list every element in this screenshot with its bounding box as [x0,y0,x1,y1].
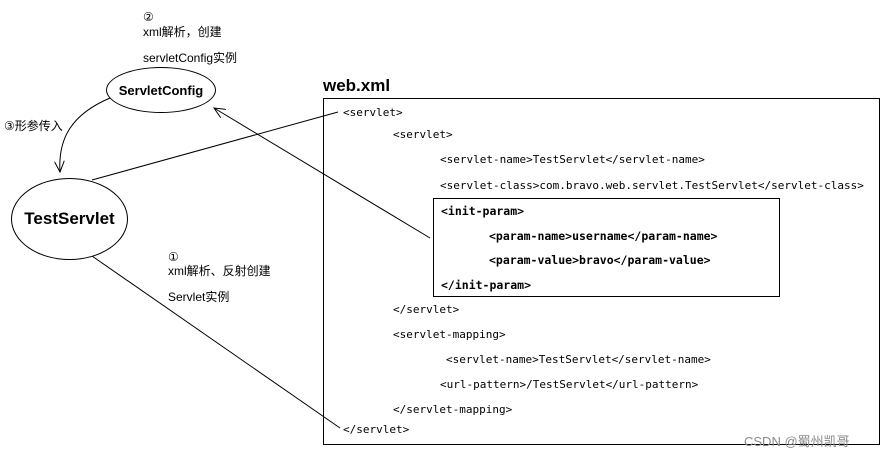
xml-servlet-open-inner: <servlet> [393,128,453,141]
webxml-box [323,98,880,445]
step2-line2: servletConfig实例 [143,51,238,65]
testservlet-node: TestServlet [11,178,128,260]
xml-mapping-name: <servlet-name>TestServlet</servlet-name> [446,353,711,366]
step1-line2: Servlet实例 [168,290,230,304]
xml-init-param-close: </init-param> [441,278,532,292]
webxml-title: web.xml [323,76,391,95]
init-param-box [433,198,780,297]
xml-param-value: <param-value>bravo</param-value> [489,253,711,267]
xml-mapping-open: <servlet-mapping> [393,328,506,341]
xml-servlet-close-inner: </servlet> [393,303,460,316]
step1-line1: xml解析、反射创建 [168,264,271,278]
servletconfig-node: ServletConfig [106,67,216,113]
step3-label: ③形参传入 [4,119,63,133]
xml-servlet-open: <servlet> [343,106,403,119]
csdn-watermark: CSDN @蜀州凯哥 [744,434,850,449]
xml-servlet-class: <servlet-class>com.bravo.web.servlet.Tes… [440,179,864,192]
testservlet-label: TestServlet [24,209,115,228]
step2-marker: ② [143,10,154,24]
arrow-initparam-to-servletconfig [214,108,431,239]
step2-line1: xml解析，创建 [143,25,222,39]
xml-mapping-close: </servlet-mapping> [393,403,513,416]
xml-url-pattern: <url-pattern>/TestServlet</url-pattern> [440,378,699,391]
xml-servlet-name: <servlet-name>TestServlet</servlet-name> [440,153,705,166]
servletconfig-label: ServletConfig [118,82,204,98]
line-testservlet-to-servlet-close [91,255,341,429]
line-testservlet-to-servlet-open [91,111,339,181]
step1-marker: ① [168,250,179,264]
xml-init-param-open: <init-param> [441,204,525,218]
xml-param-name: <param-name>username</param-name> [489,229,718,243]
arrow-servletconfig-to-testservlet [60,97,111,172]
xml-servlet-close: </servlet> [343,423,410,436]
